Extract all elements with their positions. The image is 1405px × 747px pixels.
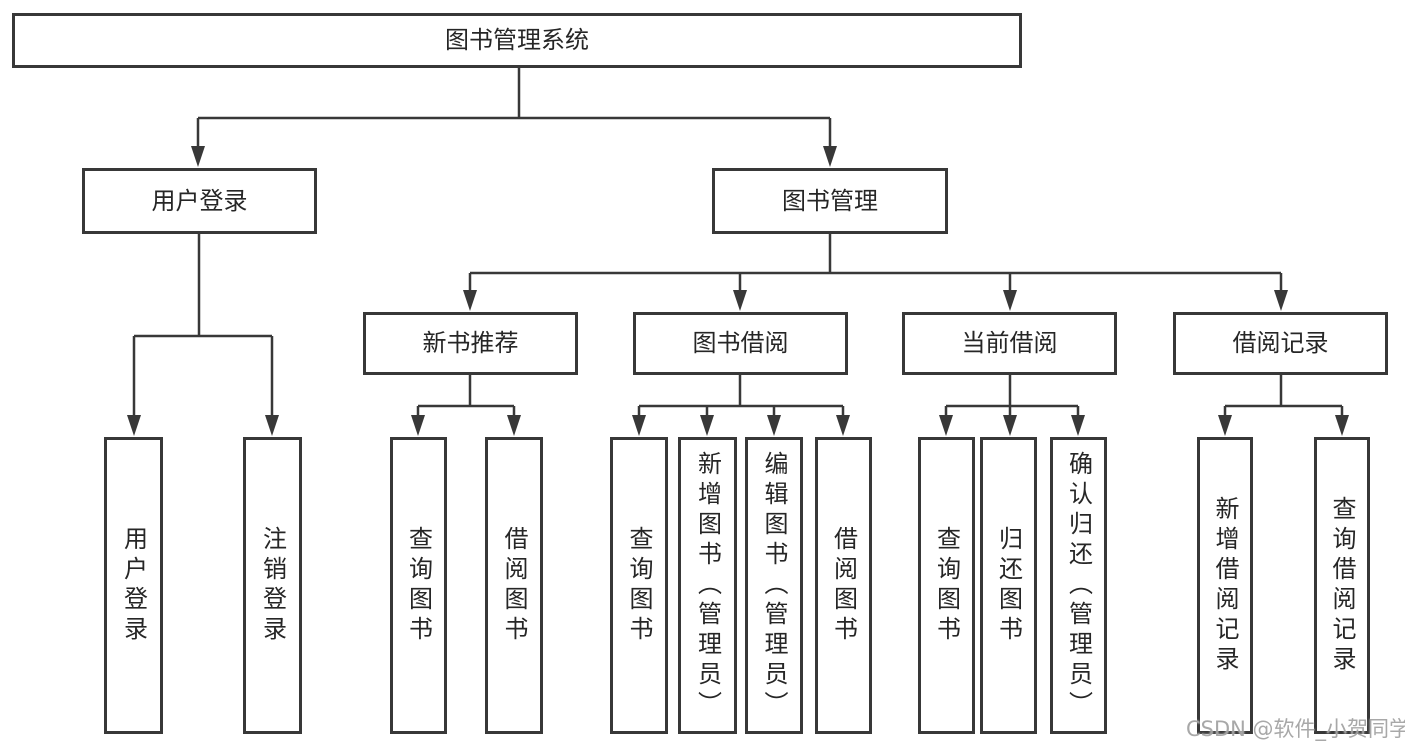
leaf-borrowing-edit-books-admin-label: 编辑图书（管理员） (760, 450, 788, 721)
leaf-borrowing-query-books-label: 查询图书 (625, 525, 653, 646)
node-book-borrowing-label: 图书借阅 (692, 329, 789, 358)
node-user-login-label: 用户登录 (151, 186, 248, 215)
node-book-management-label: 图书管理 (782, 186, 878, 215)
leaf-current-confirm-return-admin-label: 确认归还（管理员） (1064, 450, 1093, 721)
leaf-current-confirm-return-admin: 确认归还（管理员） (1050, 437, 1107, 734)
leaf-borrowing-borrow-books: 借阅图书 (815, 437, 872, 734)
leaf-records-query-record: 查询借阅记录 (1314, 437, 1370, 734)
leaf-borrowing-add-books-admin: 新增图书（管理员） (678, 437, 737, 734)
leaf-logout: 注销登录 (243, 437, 302, 734)
node-new-book-recommend: 新书推荐 (363, 312, 578, 375)
node-library-system-label: 图书管理系统 (445, 26, 589, 55)
node-current-borrowing-label: 当前借阅 (961, 329, 1058, 358)
leaf-borrowing-borrow-books-label: 借阅图书 (829, 525, 858, 646)
leaf-borrowing-query-books: 查询图书 (610, 437, 668, 734)
leaf-current-query-books: 查询图书 (918, 437, 975, 734)
leaf-current-return-books: 归还图书 (980, 437, 1037, 734)
leaf-borrowing-edit-books-admin: 编辑图书（管理员） (745, 437, 803, 734)
leaf-borrowing-add-books-admin-label: 新增图书（管理员） (693, 450, 722, 721)
node-borrowing-records: 借阅记录 (1173, 312, 1388, 375)
arrowheads (127, 146, 1349, 436)
csdn-watermark: CSDN @软件_小贺同学 (1186, 717, 1405, 741)
node-book-management: 图书管理 (712, 168, 948, 234)
node-user-login: 用户登录 (82, 168, 317, 234)
leaf-recommend-query-books-label: 查询图书 (404, 525, 433, 646)
leaf-current-query-books-label: 查询图书 (932, 525, 961, 646)
leaf-logout-label: 注销登录 (258, 525, 287, 646)
leaf-recommend-borrow-books: 借阅图书 (485, 437, 543, 734)
node-library-system: 图书管理系统 (12, 13, 1022, 68)
leaf-recommend-borrow-books-label: 借阅图书 (500, 525, 528, 646)
leaf-user-login-label: 用户登录 (119, 525, 148, 646)
node-book-borrowing: 图书借阅 (633, 312, 848, 375)
leaf-recommend-query-books: 查询图书 (390, 437, 447, 734)
leaf-current-return-books-label: 归还图书 (994, 525, 1023, 646)
leaf-records-add-record-label: 新增借阅记录 (1211, 495, 1239, 676)
leaf-user-login: 用户登录 (104, 437, 163, 734)
node-new-book-recommend-label: 新书推荐 (422, 329, 519, 358)
leaf-records-add-record: 新增借阅记录 (1197, 437, 1253, 734)
node-current-borrowing: 当前借阅 (902, 312, 1117, 375)
leaf-records-query-record-label: 查询借阅记录 (1328, 495, 1356, 676)
node-borrowing-records-label: 借阅记录 (1232, 329, 1329, 358)
